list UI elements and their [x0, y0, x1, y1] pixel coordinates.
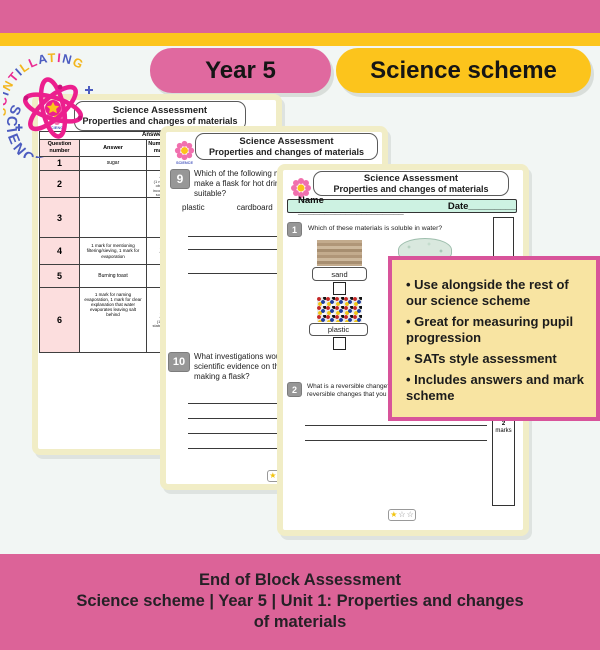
- sand-checkbox: [333, 282, 346, 295]
- feature-bullet: • Use alongside the rest of our science …: [406, 277, 569, 308]
- page-title: Science Assessment: [112, 105, 208, 116]
- feature-bullet: • SATs style assessment: [406, 351, 557, 366]
- page-subtitle: Properties and changes of materials: [333, 183, 489, 194]
- svg-text:SCIENCE: SCIENCE: [176, 161, 193, 165]
- page-subtitle: Properties and changes of materials: [82, 116, 238, 126]
- year-badge-label: Year 5: [205, 56, 276, 84]
- date-field: Date_________: [447, 200, 516, 212]
- top-yellow-band: [0, 33, 600, 46]
- col-answer: Answer: [80, 139, 147, 156]
- feature-note: • Use alongside the rest of our science …: [388, 256, 600, 421]
- salt-image: [398, 238, 452, 262]
- plastic-label: plastic: [309, 323, 368, 336]
- question-9-options: plastic cardboard: [182, 203, 273, 212]
- scintillating-science-logo-icon: SCINTILLATING SCIENCE: [3, 51, 93, 158]
- footer-line-3: of materials: [253, 613, 347, 631]
- footer-title-block: End of Block Assessment Science scheme |…: [0, 570, 600, 633]
- top-pink-band: [0, 0, 600, 33]
- page-header-box: Science Assessment Properties and change…: [313, 171, 509, 196]
- scintillating-science-mini-logo-icon: SCIENCE: [174, 140, 195, 165]
- scheme-badge-label: Science scheme: [370, 56, 557, 84]
- footer-line-1: End of Block Assessment: [198, 571, 402, 589]
- feature-bullet: • Great for measuring pupil progression: [406, 314, 574, 345]
- table-caption: Answers: [40, 132, 269, 140]
- bottom-pink-band: [0, 554, 600, 650]
- footer-line-2: Science scheme | Year 5 | Unit 1: Proper…: [76, 592, 524, 610]
- answer-line: [305, 440, 487, 441]
- self-assessment-stars: ★☆☆: [388, 509, 416, 521]
- option-plastic: plastic: [182, 203, 205, 212]
- sand-image: [317, 240, 362, 266]
- star-icon: ★: [390, 510, 398, 519]
- star-icon: ☆: [406, 510, 414, 519]
- svg-text:SCIENCE: SCIENCE: [3, 102, 48, 158]
- question-1-marker: 1: [287, 222, 302, 237]
- option-cardboard: cardboard: [236, 203, 273, 212]
- question-1-text: Which of these materials is soluble in w…: [308, 225, 443, 232]
- page-header-box: Science Assessment Properties and change…: [195, 133, 378, 160]
- col-question-number: Question number: [40, 139, 80, 156]
- svg-text:SCIENCE: SCIENCE: [48, 125, 66, 130]
- table-row: 6 1 mark for naming evaporation, 1 mark …: [40, 287, 269, 352]
- name-field: Name ____________________: [298, 195, 404, 217]
- question-2-text: What is a reversible change? reversible …: [307, 383, 391, 398]
- atom-icon: [15, 77, 93, 139]
- page-subtitle: Properties and changes of materials: [208, 146, 365, 157]
- feature-bullet: • Includes answers and mark scheme: [406, 372, 584, 403]
- table-row: 4 1 mark for mentioning filtering/sievin…: [40, 238, 269, 265]
- question-9-marker: 9: [170, 169, 190, 189]
- star-icon: ★: [269, 471, 277, 480]
- plastic-checkbox: [333, 337, 346, 350]
- name-date-bar: Name ____________________ Date_________: [287, 195, 517, 217]
- plastic-image: [317, 297, 362, 322]
- year-badge: Year 5: [150, 48, 331, 93]
- star-icon: ☆: [398, 510, 406, 519]
- marks-label: marks: [495, 428, 512, 434]
- page-title: Science Assessment: [239, 135, 334, 147]
- page-title: Science Assessment: [363, 172, 459, 184]
- marks-value: 2: [501, 421, 506, 427]
- scheme-badge: Science scheme: [336, 48, 591, 93]
- answer-line: [305, 425, 487, 426]
- question-2-marker: 2: [287, 382, 302, 397]
- question-10-marker: 10: [168, 352, 190, 372]
- logo-letter: S: [3, 106, 9, 116]
- sand-label: sand: [312, 267, 367, 281]
